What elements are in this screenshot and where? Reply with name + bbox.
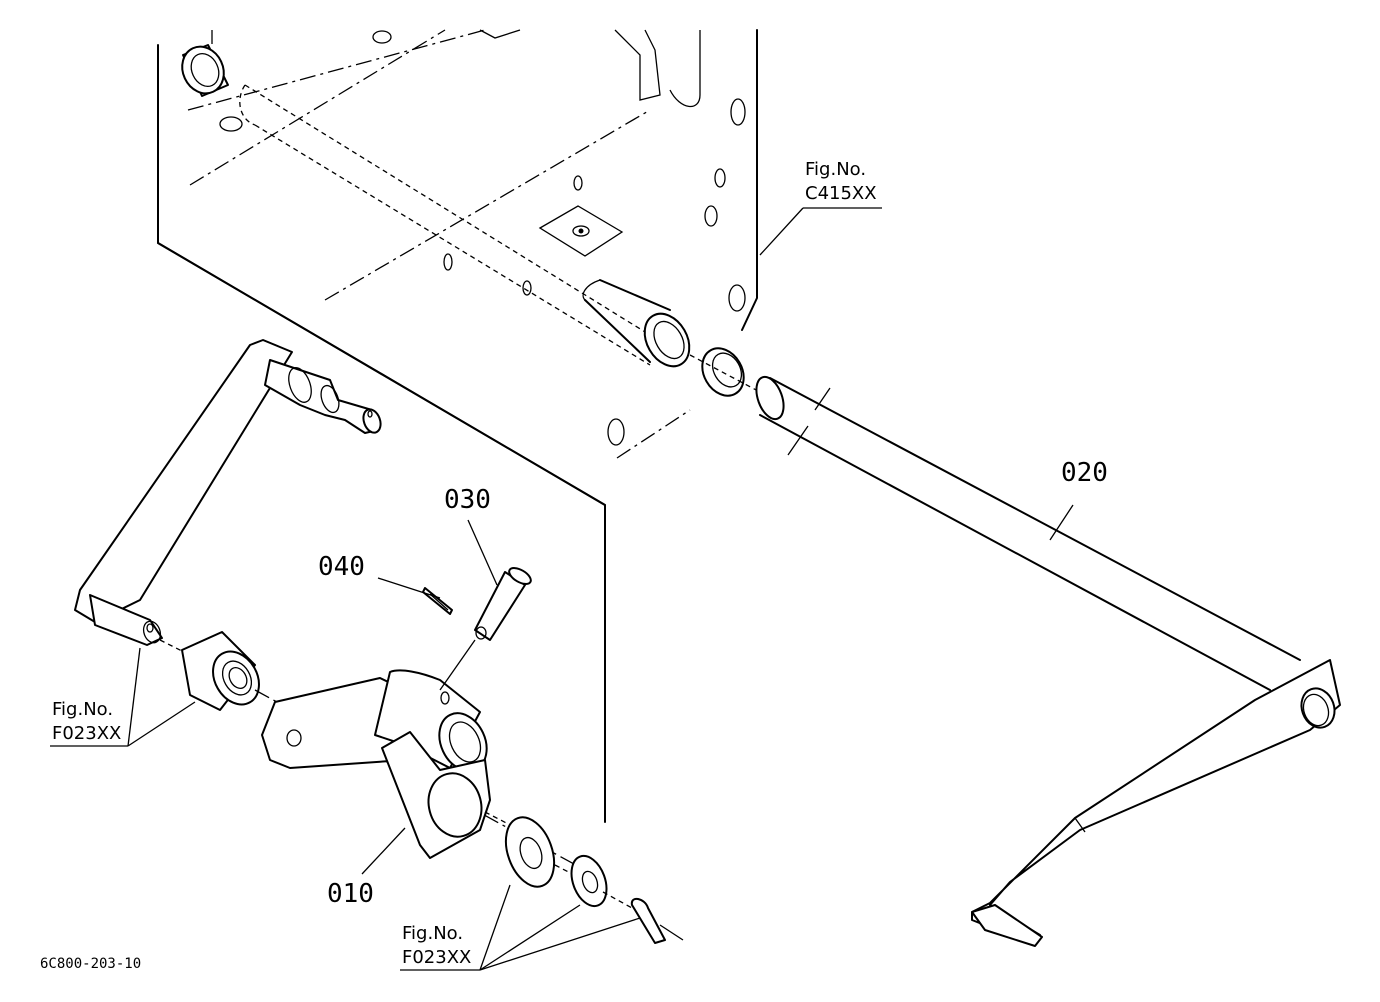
fig-ref-code: C415XX [805, 183, 877, 204]
leader-lines [50, 207, 1074, 971]
fig-ref-f023-left: Fig.No. F023XX [52, 698, 121, 746]
fig-ref-caption: Fig.No. [52, 699, 114, 720]
top-bushing [181, 44, 229, 97]
part-label-020: 020 [1061, 458, 1108, 488]
part-label-040: 040 [318, 552, 365, 582]
cotter-pin-040 [422, 587, 453, 615]
part-label-010: 010 [327, 879, 374, 909]
linkage-arm [74, 339, 382, 646]
fig-ref-caption: Fig.No. [805, 159, 867, 180]
part-label-030: 030 [444, 485, 491, 515]
yoke-010 [254, 669, 586, 871]
shaft-sleeve [239, 84, 691, 368]
fig-ref-c415: Fig.No. C415XX [805, 158, 877, 206]
fig-ref-caption: Fig.No. [402, 923, 464, 944]
drawing-code: 6C800-203-10 [40, 956, 142, 972]
housing-panel [157, 29, 758, 823]
fig-ref-f023-bottom: Fig.No. F023XX [402, 922, 471, 970]
left-bushing [159, 631, 260, 711]
fig-ref-code: F023XX [52, 723, 122, 744]
fig-ref-code: F023XX [402, 947, 472, 968]
washers [484, 811, 684, 944]
clevis-pin-030 [439, 567, 532, 691]
pedal-shaft-020 [689, 354, 1341, 947]
